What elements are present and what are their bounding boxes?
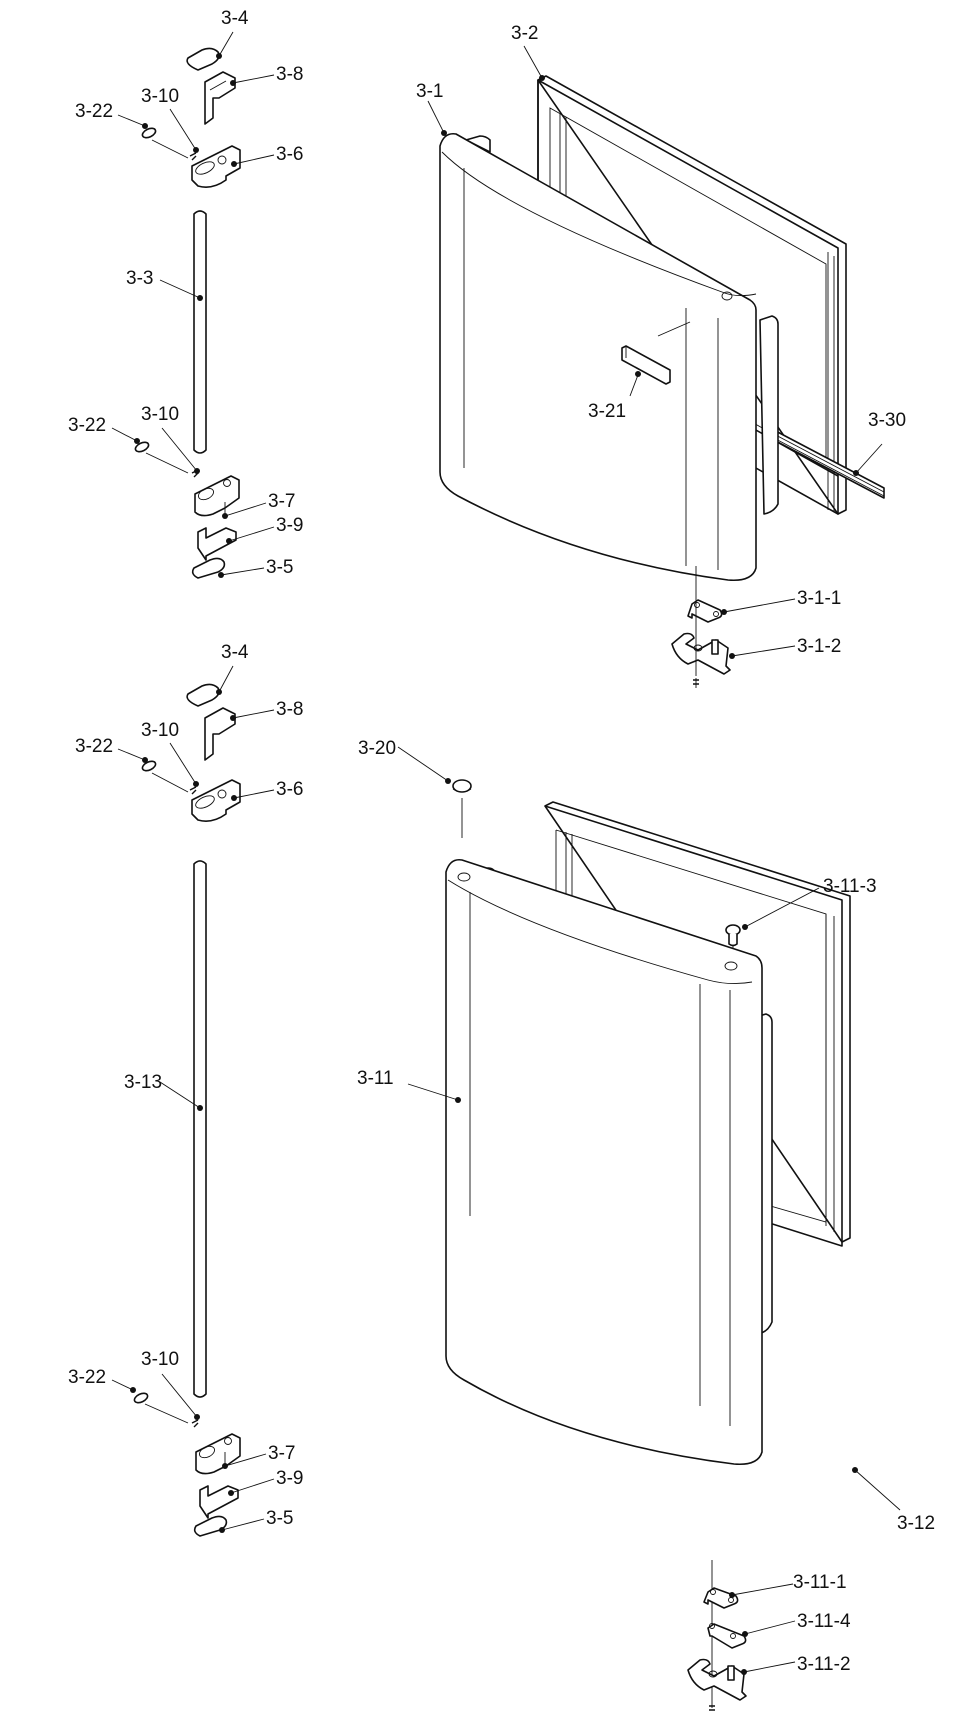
part-handle-pipe-upper xyxy=(193,210,207,454)
part-cap-lower-top xyxy=(186,683,220,707)
callout-freezer-hinge-plate: 3-1-1 xyxy=(797,588,841,609)
leader-lines xyxy=(111,31,901,1675)
callout-upper-handle-bottom-holder: 3-7 xyxy=(268,491,295,512)
callout-upper-handle-bottom-cover: 3-22 xyxy=(68,415,106,436)
callout-lower-handle-bottom-screw: 3-10 xyxy=(141,1349,179,1370)
callout-lower-handle-top-cover: 3-22 xyxy=(75,736,113,757)
part-freezer-hinge-plate xyxy=(687,599,723,623)
part-holder-lower-top xyxy=(191,779,241,822)
callout-lower-handle-bottom-bracket: 3-9 xyxy=(276,1468,303,1489)
part-screw-lower-top xyxy=(189,786,197,795)
callout-upper-handle-bottom-screw: 3-10 xyxy=(141,404,179,425)
part-holder-lower-bottom xyxy=(195,1433,241,1475)
callout-lower-handle-bottom-holder: 3-7 xyxy=(268,1443,295,1464)
part-freezer-hinge-screw xyxy=(693,678,699,688)
callout-upper-handle-top-bracket: 3-8 xyxy=(276,64,303,85)
callout-upper-handle-top-cover: 3-22 xyxy=(75,101,113,122)
part-cover-lower-top xyxy=(141,760,157,772)
callout-upper-handle-bottom-cap: 3-5 xyxy=(266,557,293,578)
callout-freezer-rail: 3-30 xyxy=(868,410,906,431)
callout-fridge-hinge-spacer: 3-11-4 xyxy=(797,1611,851,1632)
lower-handle-assembly xyxy=(133,683,241,1537)
callout-freezer-badge: 3-21 xyxy=(588,401,626,422)
part-freezer-hinge-bracket xyxy=(671,632,731,675)
callout-freezer-gasket: 3-2 xyxy=(511,23,538,44)
callout-lower-handle-top-bracket: 3-8 xyxy=(276,699,303,720)
part-freezer-badge xyxy=(621,321,691,385)
part-handle-pipe-lower xyxy=(193,860,207,1398)
part-fridge-door xyxy=(445,858,773,1466)
part-cover-upper-top xyxy=(141,127,157,139)
callout-fridge-hinge-plate: 3-11-1 xyxy=(793,1572,847,1593)
part-cap-lower-bottom xyxy=(193,1515,228,1537)
part-cover-upper-bottom xyxy=(134,441,150,453)
upper-handle-assembly xyxy=(134,47,241,579)
part-screw-lower-bottom xyxy=(191,1419,199,1428)
callout-upper-handle-top-holder: 3-6 xyxy=(276,144,303,165)
part-bracket-upper-top xyxy=(204,71,236,125)
callout-fridge-hinge-pin: 3-11-3 xyxy=(823,876,877,897)
part-top-cap xyxy=(452,779,472,838)
freezer-door-assembly xyxy=(439,75,885,688)
callout-fridge-hinge-bracket: 3-11-2 xyxy=(797,1654,851,1675)
callout-labels: 3-4 3-8 3-10 3-22 3-6 3-3 3-22 3-10 3-7 … xyxy=(68,8,935,1675)
callout-fridge-door: 3-11 xyxy=(357,1068,394,1089)
callout-top-cap: 3-20 xyxy=(358,738,396,759)
callout-freezer-hinge-bracket: 3-1-2 xyxy=(797,636,841,657)
callout-lower-handle-bottom-cover: 3-22 xyxy=(68,1367,106,1388)
part-bracket-lower-top xyxy=(204,707,236,761)
callout-lower-handle-bottom-cap: 3-5 xyxy=(266,1508,293,1529)
part-cover-lower-bottom xyxy=(133,1392,149,1404)
callout-lower-handle-top-screw: 3-10 xyxy=(141,720,179,741)
part-holder-upper-top xyxy=(191,145,241,188)
callout-upper-handle-pipe: 3-3 xyxy=(126,268,153,289)
callout-upper-handle-top-cap: 3-4 xyxy=(221,8,249,29)
part-holder-upper-bottom xyxy=(194,475,240,517)
callout-lower-handle-pipe: 3-13 xyxy=(124,1072,162,1093)
callout-lower-handle-top-cap: 3-4 xyxy=(221,642,249,663)
part-fridge-hinge-bracket xyxy=(687,1658,747,1701)
part-cap-upper-top xyxy=(186,47,220,71)
callout-fridge-gasket: 3-12 xyxy=(897,1513,935,1534)
callout-lower-handle-top-holder: 3-6 xyxy=(276,779,303,800)
callout-upper-handle-bottom-bracket: 3-9 xyxy=(276,515,303,536)
part-fridge-hinge-spacer xyxy=(707,1623,747,1649)
callout-upper-handle-top-screw: 3-10 xyxy=(141,86,179,107)
fridge-door-assembly xyxy=(445,779,851,1711)
part-fridge-hinge-screw xyxy=(709,1705,715,1711)
part-cap-upper-bottom xyxy=(191,557,226,579)
part-bracket-upper-bottom xyxy=(197,527,237,561)
callout-freezer-door: 3-1 xyxy=(416,81,443,102)
part-screw-upper-top xyxy=(189,152,197,161)
part-freezer-door xyxy=(439,132,779,582)
part-fridge-hinge-plate xyxy=(703,1587,739,1609)
